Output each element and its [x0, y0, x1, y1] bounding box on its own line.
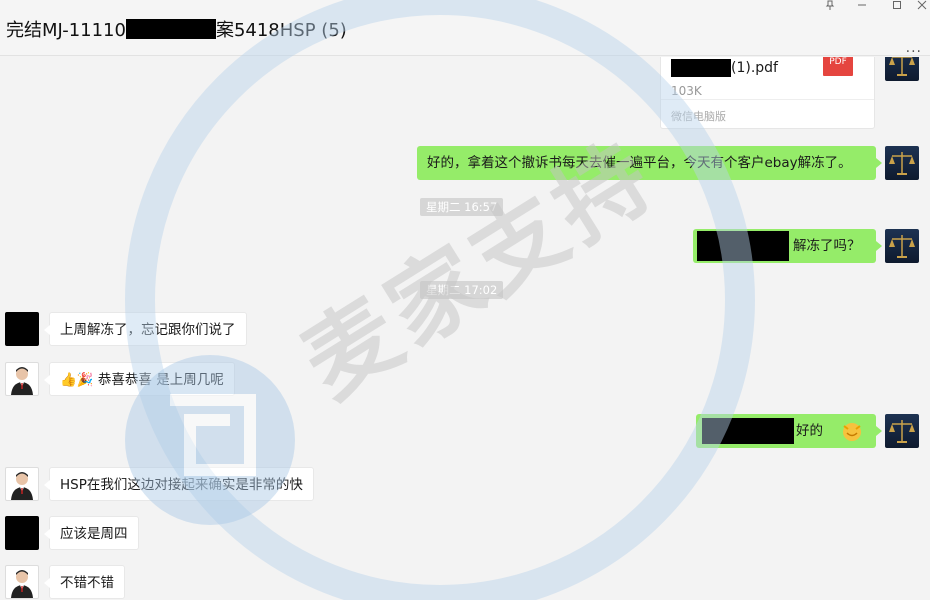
redacted-block — [671, 59, 731, 77]
avatar-self[interactable] — [885, 414, 919, 448]
avatar-self[interactable] — [885, 146, 919, 180]
chat-title-prefix: 完结MJ-11110 — [6, 20, 126, 41]
avatar-contact[interactable] — [5, 516, 39, 550]
message-bubble-incoming[interactable]: 应该是周四 — [44, 516, 139, 550]
message-bubble-incoming[interactable]: 👍🎉 恭喜恭喜 是上周几呢 — [44, 362, 235, 396]
avatar-self[interactable] — [885, 229, 919, 263]
thumbs-up-emoji: 👍 — [60, 372, 77, 388]
redacted-block — [125, 19, 216, 39]
title-bar: 完结MJ-11110 案5418HSP (5) ... — [0, 0, 930, 56]
message-bubble-incoming[interactable]: HSP在我们这边对接起来确实是非常的快 — [44, 467, 314, 501]
divider — [661, 99, 874, 100]
redacted-block — [702, 418, 794, 444]
avatar-self[interactable] — [885, 57, 919, 81]
avatar-contact[interactable] — [5, 467, 39, 501]
close-icon[interactable] — [912, 0, 930, 13]
avatar-contact[interactable] — [5, 312, 39, 346]
message-bubble-outgoing[interactable]: 好的 — [696, 414, 882, 448]
party-popper-emoji: 🎉 — [76, 372, 94, 388]
message-bubble-incoming[interactable]: 不错不错 — [44, 565, 125, 599]
redacted-block — [697, 231, 789, 261]
file-size: 103K — [671, 84, 702, 98]
chat-message-area[interactable]: (1).pdf 103K 微信电脑版 PDF 好的，拿着这个撤诉书每天去催一遍平… — [0, 57, 930, 600]
message-bubble-outgoing[interactable]: 解冻了吗？ — [693, 229, 882, 263]
file-source: 微信电脑版 — [671, 110, 726, 123]
avatar-contact[interactable] — [5, 565, 39, 599]
message-bubble-incoming[interactable]: 上周解冻了，忘记跟你们说了 — [44, 312, 247, 346]
pdf-file-icon: PDF — [823, 57, 853, 76]
pin-icon[interactable] — [820, 0, 840, 13]
chat-title-suffix: 案5418HSP (5) — [215, 20, 347, 41]
timestamp: 星期二 16:57 — [420, 198, 504, 216]
emoji-sticker-icon — [841, 420, 863, 442]
maximize-icon[interactable] — [887, 0, 907, 13]
chat-title: 完结MJ-11110 案5418HSP (5) — [6, 19, 347, 42]
file-message-card[interactable]: (1).pdf 103K 微信电脑版 PDF — [660, 57, 875, 129]
minimize-icon[interactable] — [852, 0, 872, 13]
message-bubble-outgoing[interactable]: 好的，拿着这个撤诉书每天去催一遍平台，今天有个客户ebay解冻了。 — [417, 146, 882, 180]
avatar-contact[interactable] — [5, 362, 39, 396]
timestamp: 星期二 17:02 — [420, 281, 504, 299]
more-options-button[interactable]: ... — [905, 40, 922, 56]
file-name: (1).pdf — [671, 59, 778, 77]
